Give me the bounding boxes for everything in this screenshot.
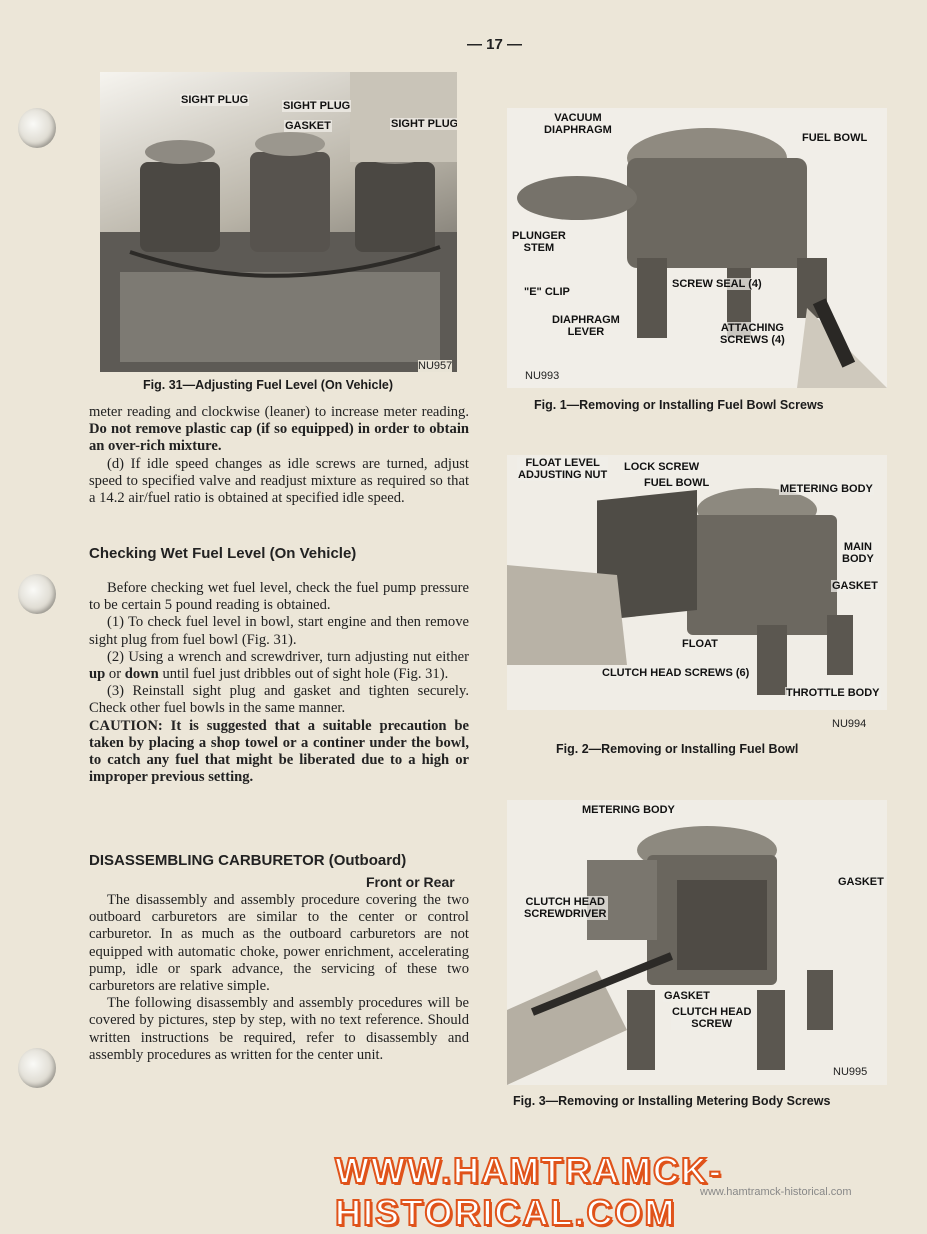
para-step-1: (1) To check fuel level in bowl, start e…: [89, 614, 469, 648]
fig31-label-sight-plug-left: SIGHT PLUG: [180, 94, 250, 106]
binder-hole-top: [18, 108, 56, 148]
fig2-caption: Fig. 2—Removing or Installing Fuel Bowl: [556, 742, 799, 756]
fig1-label-plunger-stem: PLUNGER STEM: [511, 230, 567, 254]
fig2-label-metering-body: METERING BODY: [779, 483, 874, 495]
para-before: Before checking wet fuel level, check th…: [89, 580, 469, 614]
para-following: The following disassembly and assembly p…: [89, 995, 469, 1063]
subheading-front-or-rear: Front or Rear: [366, 874, 455, 890]
fig1-label-vacuum-diaphragm: VACUUM DIAPHRAGM: [543, 112, 613, 136]
fig2-photo: FLOAT LEVEL ADJUSTING NUT LOCK SCREW FUE…: [507, 455, 887, 710]
fig1-label-diaphragm-lever: DIAPHRAGM LEVER: [551, 314, 621, 338]
text-block-wet-level: Before checking wet fuel level, check th…: [89, 580, 469, 786]
fig1-carburetor-illustration: [507, 108, 887, 388]
para-continued-bold: Do not remove plastic cap (if so equippe…: [89, 421, 469, 455]
fig31-photo: SIGHT PLUG SIGHT PLUG GASKET SIGHT PLUG …: [100, 72, 457, 372]
fig1-label-screw-seal: SCREW SEAL (4): [671, 278, 763, 290]
fig1-code: NU993: [525, 370, 560, 382]
text-block-top: meter reading and clockwise (leaner) to …: [89, 404, 469, 507]
heading-wet-fuel-level: Checking Wet Fuel Level (On Vehicle): [89, 545, 357, 562]
manual-page: — 17 — SIGHT PLUG SIGHT PLUG GASKET SIGH…: [18, 36, 887, 1234]
text-block-disassembly: The disassembly and assembly procedure c…: [89, 892, 469, 1064]
fig2-label-float: FLOAT: [681, 638, 719, 650]
fig3-label-gasket-right: GASKET: [837, 876, 885, 888]
caution-text: CAUTION: It is suggested that a suitable…: [89, 717, 469, 786]
fig31-caption: Fig. 31—Adjusting Fuel Level (On Vehicle…: [143, 378, 394, 392]
fig3-code: NU995: [833, 1066, 868, 1078]
para-disassembly: The disassembly and assembly procedure c…: [89, 892, 469, 995]
fig31-label-gasket: GASKET: [284, 120, 332, 132]
fig2-label-main-body: MAIN BODY: [841, 541, 875, 565]
page-number: — 17 —: [467, 36, 523, 53]
fig1-label-attaching-screws: ATTACHING SCREWS (4): [719, 322, 786, 346]
binder-hole-bottom: [18, 1048, 56, 1088]
fig31-engine-illustration: [100, 72, 457, 372]
fig2-label-float-level-nut: FLOAT LEVEL ADJUSTING NUT: [517, 457, 609, 481]
fig3-caption: Fig. 3—Removing or Installing Metering B…: [513, 1094, 831, 1108]
fig1-label-e-clip: "E" CLIP: [523, 286, 571, 298]
fig1-caption: Fig. 1—Removing or Installing Fuel Bowl …: [534, 398, 824, 412]
fig3-label-clutch-head-screwdriver: CLUTCH HEAD SCREWDRIVER: [523, 896, 608, 920]
fig2-code: NU994: [832, 718, 867, 730]
binder-hole-middle: [18, 574, 56, 614]
fig31-code: NU957: [418, 360, 453, 372]
fig2-label-lock-screw: LOCK SCREW: [623, 461, 701, 473]
fig3-label-metering-body: METERING BODY: [581, 804, 676, 816]
para-d: (d) If idle speed changes as idle screws…: [89, 455, 469, 507]
fig2-carburetor-illustration: [507, 455, 887, 710]
fig3-label-clutch-head-screw: CLUTCH HEAD SCREW: [671, 1006, 753, 1030]
fig3-carburetor-illustration: [507, 800, 887, 1085]
fig2-label-clutch-head-screws: CLUTCH HEAD SCREWS (6): [601, 667, 751, 679]
fig31-label-sight-plug-mid: SIGHT PLUG: [282, 100, 352, 112]
fig2-label-fuel-bowl: FUEL BOWL: [643, 477, 711, 489]
site-watermark-small: www.hamtramck-historical.com: [700, 1186, 852, 1198]
fig1-photo: VACUUM DIAPHRAGM FUEL BOWL PLUNGER STEM …: [507, 108, 887, 388]
para-step-3: (3) Reinstall sight plug and gasket and …: [89, 683, 469, 717]
fig3-label-gasket-bottom: GASKET: [663, 990, 711, 1002]
fig2-label-throttle-body: THROTTLE BODY: [785, 687, 881, 699]
fig1-label-fuel-bowl: FUEL BOWL: [801, 132, 869, 144]
fig31-label-sight-plug-right: SIGHT PLUG: [390, 118, 457, 130]
heading-disassembling: DISASSEMBLING CARBURETOR (Outboard): [89, 852, 407, 869]
para-continued: meter reading and clockwise (leaner) to …: [89, 404, 469, 420]
fig2-label-gasket: GASKET: [831, 580, 879, 592]
fig3-photo: METERING BODY GASKET CLUTCH HEAD SCREWDR…: [507, 800, 887, 1085]
para-step-2: (2) Using a wrench and screwdriver, turn…: [89, 648, 469, 683]
